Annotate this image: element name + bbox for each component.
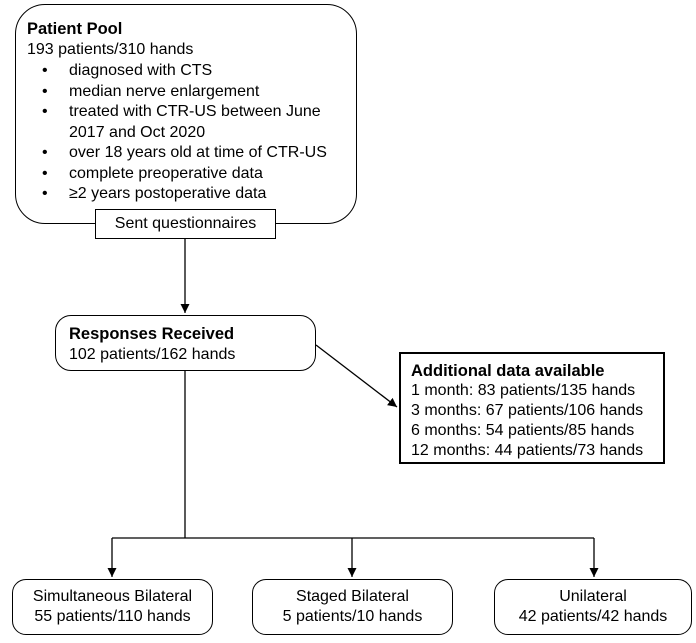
criterion-item: treated with CTR-US between June 2017 an… [27, 102, 346, 143]
criterion-item: over 18 years old at time of CTR-US [27, 143, 346, 164]
patient-pool-count: 193 patients/310 hands [27, 41, 194, 58]
patient-pool-title: Patient Pool [27, 20, 123, 38]
group-name: Unilateral [559, 588, 627, 605]
group-count: 55 patients/110 hands [34, 608, 191, 625]
group-name: Simultaneous Bilateral [32, 588, 193, 605]
criterion-item: diagnosed with CTS [27, 61, 346, 82]
patient-pool-box: Patient Pool 193 patients/310 hands diag… [15, 4, 357, 224]
criterion-item: ≥2 years postoperative data [27, 184, 346, 205]
group-box-unilateral: Unilateral 42 patients/42 hands [494, 579, 692, 635]
followup-line: 3 months: 67 patients/106 hands [411, 402, 644, 419]
additional-data-title: Additional data available [411, 362, 605, 380]
inclusion-criteria-list: diagnosed with CTS median nerve enlargem… [27, 61, 346, 205]
followup-line: 1 month: 83 patients/135 hands [411, 382, 636, 399]
additional-data-box: Additional data available 1 month: 83 pa… [399, 352, 665, 464]
responses-box: Responses Received 102 patients/162 hand… [55, 315, 316, 371]
questionnaire-label: Sent questionnaires [114, 215, 257, 232]
responses-count: 102 patients/162 hands [69, 346, 236, 363]
questionnaire-box: Sent questionnaires [95, 209, 276, 239]
criterion-item: complete preoperative data [27, 164, 346, 185]
arrow-to-additional-data [315, 344, 398, 408]
followup-line: 6 months: 54 patients/85 hands [411, 422, 635, 439]
group-name: Staged Bilateral [296, 588, 409, 605]
group-count: 5 patients/10 hands [282, 608, 423, 625]
followup-line: 12 months: 44 patients/73 hands [411, 442, 644, 459]
group-box-simultaneous-bilateral: Simultaneous Bilateral 55 patients/110 h… [12, 579, 213, 635]
criterion-item: median nerve enlargement [27, 82, 346, 103]
responses-title: Responses Received [69, 325, 235, 343]
group-box-staged-bilateral: Staged Bilateral 5 patients/10 hands [252, 579, 453, 635]
group-count: 42 patients/42 hands [518, 608, 668, 625]
